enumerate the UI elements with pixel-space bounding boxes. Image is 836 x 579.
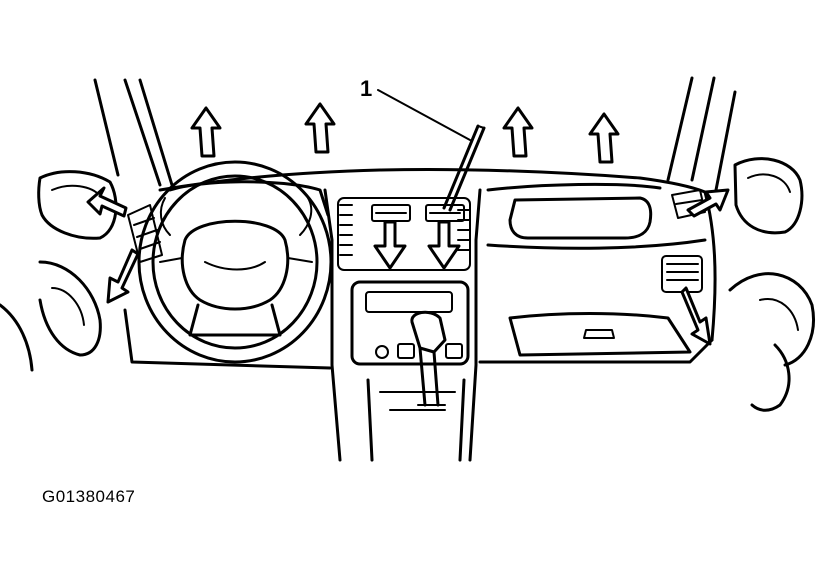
side-vent-airflow-arrows bbox=[86, 186, 730, 346]
airflow-arrow-icon bbox=[588, 112, 620, 164]
callout-number: 1 bbox=[360, 76, 372, 101]
passenger-upper-panel bbox=[486, 182, 707, 250]
center-vent-airflow-arrows bbox=[373, 220, 461, 270]
gauge-hood bbox=[168, 180, 330, 217]
right-side-vent bbox=[661, 255, 703, 293]
dashboard-right-lower-edge bbox=[478, 338, 714, 364]
right-a-pillar bbox=[666, 76, 737, 192]
left-door-trim bbox=[0, 170, 118, 372]
left-a-pillar bbox=[93, 78, 174, 187]
callout-leader-line bbox=[377, 89, 471, 141]
airflow-arrow-icon bbox=[373, 220, 407, 270]
airflow-arrow-icon bbox=[502, 106, 534, 158]
center-console bbox=[323, 188, 482, 462]
glove-box bbox=[508, 312, 692, 357]
airflow-arrow-icon bbox=[427, 220, 461, 270]
airflow-arrow-icon bbox=[86, 186, 128, 218]
airflow-arrow-icon bbox=[686, 188, 730, 218]
airflow-arrow-icon bbox=[304, 102, 336, 154]
defroster-airflow-arrows bbox=[190, 102, 620, 164]
right-door-trim bbox=[728, 157, 815, 412]
dashboard-lower-edge bbox=[123, 308, 332, 370]
airflow-arrow-icon bbox=[190, 106, 222, 158]
figure-id-label: G01380467 bbox=[42, 487, 136, 506]
shift-lever bbox=[410, 310, 447, 407]
airflow-arrow-icon bbox=[680, 286, 712, 346]
callout-1: 1 bbox=[360, 76, 471, 141]
left-side-vent bbox=[127, 204, 163, 263]
airflow-arrow-icon bbox=[106, 248, 140, 304]
sensor-probe bbox=[442, 124, 486, 212]
steering-wheel bbox=[137, 160, 333, 364]
right-corner-vent bbox=[671, 189, 706, 219]
